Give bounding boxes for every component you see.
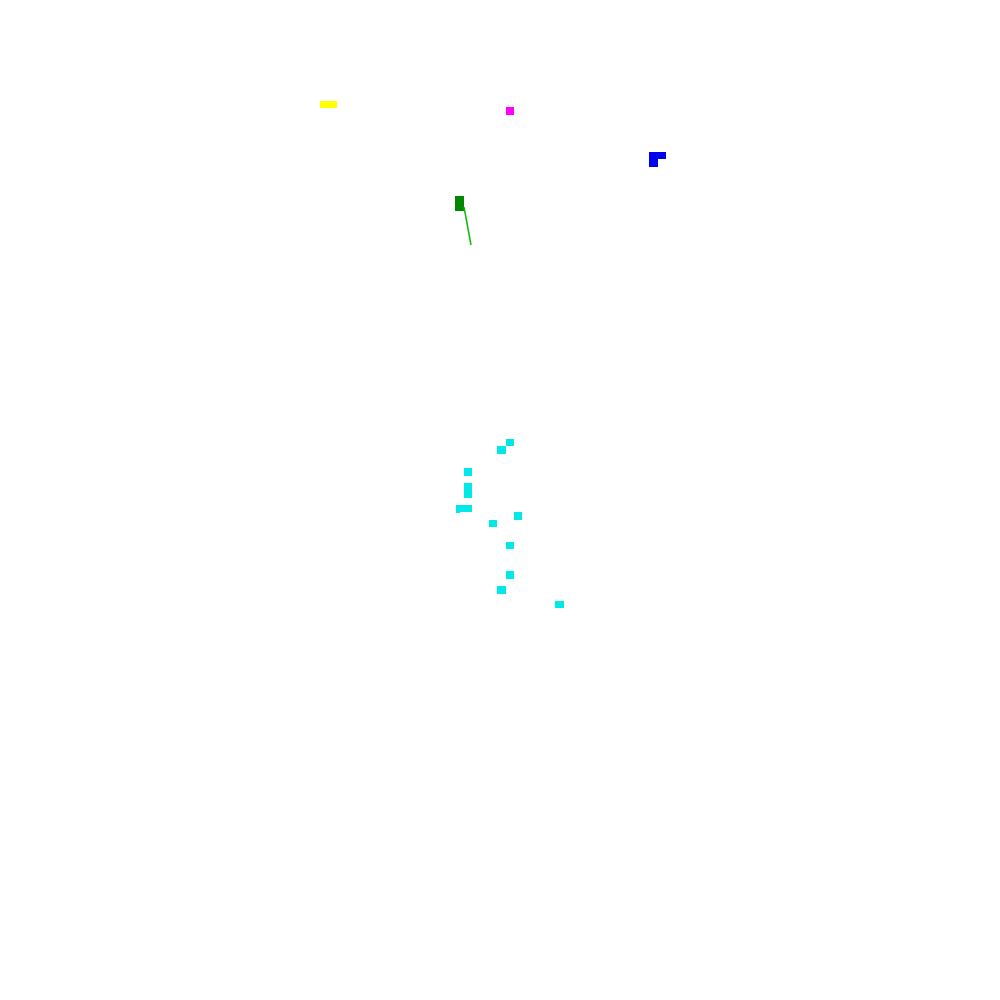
cyan-particle (506, 542, 514, 549)
cyan-particle (456, 512, 460, 513)
blue-object-bottom (649, 159, 658, 167)
cyan-particle (489, 520, 497, 527)
cyan-particle (456, 505, 472, 512)
green-object (455, 196, 464, 211)
cyan-particle (464, 468, 472, 476)
cyan-particle (506, 439, 514, 446)
magenta-object (506, 107, 514, 115)
cyan-particle (514, 512, 522, 520)
cyan-particle (506, 571, 514, 579)
cyan-particle (555, 601, 564, 608)
cyan-particle (497, 586, 506, 594)
yellow-object (320, 101, 337, 108)
cyan-particle (464, 483, 472, 498)
cyan-particle (497, 446, 506, 454)
blue-object-top (649, 152, 666, 159)
